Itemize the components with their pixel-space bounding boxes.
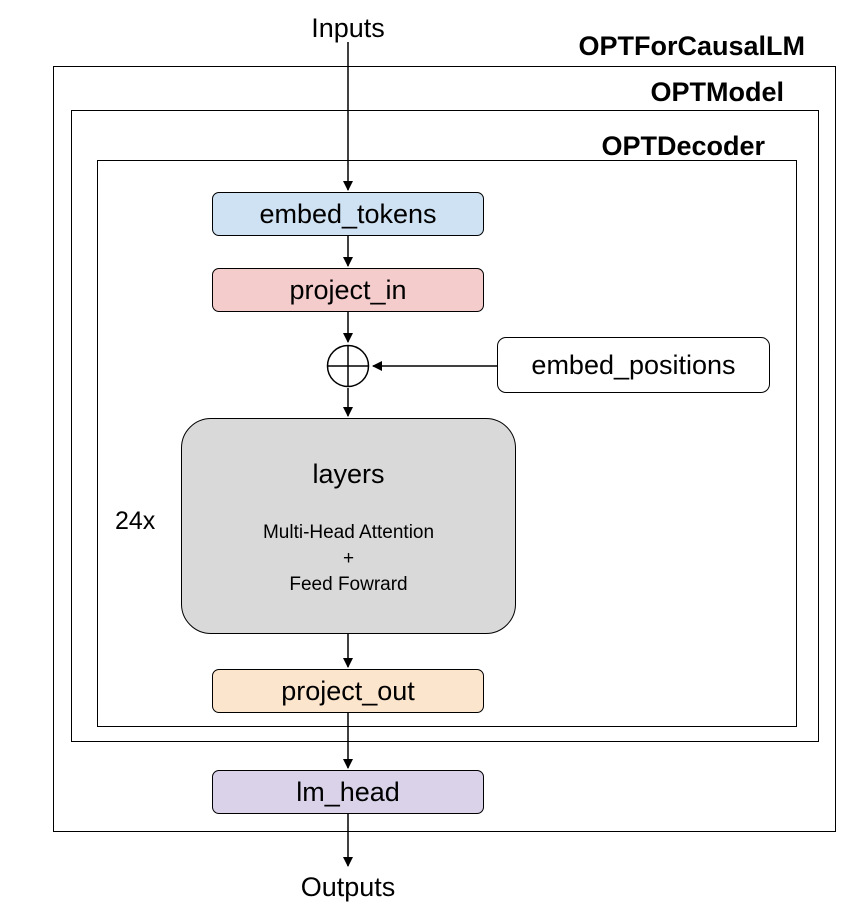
opt-decoder-title: OPTDecoder — [601, 131, 765, 161]
add-operator-icon — [326, 344, 370, 388]
opt-model-title: OPTModel — [650, 77, 785, 107]
layers-attention-label: Multi-Head Attention — [262, 522, 435, 543]
embed-positions-module: embed_positions — [497, 337, 770, 393]
lm-head-module: lm_head — [212, 770, 484, 814]
project-out-module: project_out — [212, 669, 484, 713]
opt-model-container — [71, 110, 819, 742]
project-in-module: project_in — [212, 268, 484, 312]
opt-for-causal-lm-title: OPTForCausalLM — [578, 31, 805, 61]
embed-tokens-module: embed_tokens — [212, 192, 484, 236]
outputs-label: Outputs — [300, 872, 396, 902]
layers-plus-label: + — [342, 548, 355, 569]
layers-repeat-count: 24x — [115, 507, 156, 535]
layers-block: layers Multi-Head Attention + Feed Fowra… — [181, 418, 516, 634]
opt-decoder-container — [97, 160, 797, 727]
layers-title: layers — [312, 459, 385, 489]
opt-for-causal-lm-container — [53, 66, 836, 832]
layers-feedforward-label: Feed Fowrard — [289, 574, 408, 595]
inputs-label: Inputs — [311, 13, 385, 43]
